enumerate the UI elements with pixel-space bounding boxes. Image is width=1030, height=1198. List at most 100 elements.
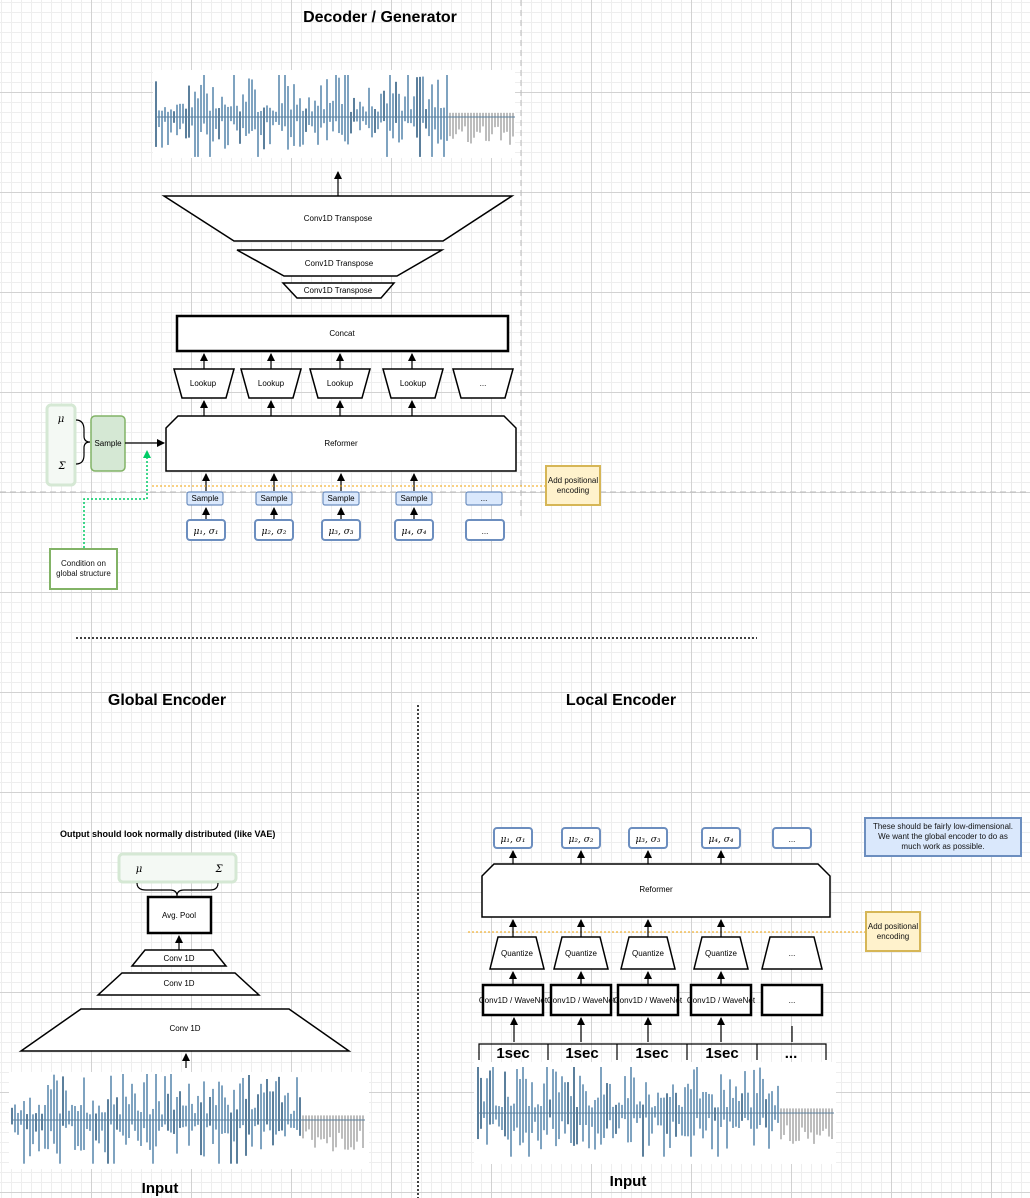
waveform-bar bbox=[41, 1113, 43, 1131]
sample-box-label: Sample bbox=[327, 494, 355, 503]
waveform-bar bbox=[167, 111, 169, 145]
waveform-bar bbox=[696, 1067, 698, 1119]
reformer-to-param-arrows bbox=[509, 850, 725, 864]
waveform-bar bbox=[479, 112, 481, 133]
waveform-bar bbox=[161, 1114, 163, 1127]
waveform-bar bbox=[218, 1081, 220, 1164]
sample-to-reformer-arrows bbox=[202, 473, 418, 491]
waveform-bar bbox=[98, 1105, 100, 1144]
waveform-bar bbox=[723, 1089, 725, 1120]
waveform-bar bbox=[341, 104, 343, 135]
waveform-bar bbox=[374, 109, 376, 133]
conv-transpose-label-2: Conv1D Transpose bbox=[305, 259, 374, 268]
waveform-bar bbox=[164, 1076, 166, 1125]
waveform-bar bbox=[179, 103, 181, 130]
waveform-bar bbox=[702, 1091, 704, 1139]
waveform-bar bbox=[152, 1108, 154, 1164]
waveform-bar bbox=[257, 111, 259, 157]
waveform-bar bbox=[218, 108, 220, 140]
waveform-bar bbox=[467, 112, 469, 142]
waveform-bar bbox=[633, 1077, 635, 1119]
conv-transpose-block-1 bbox=[161, 195, 515, 242]
segment-label: 1sec bbox=[705, 1045, 738, 1062]
decoder-sample-row: Sample Sample Sample Sample ... bbox=[186, 491, 503, 506]
waveform-bar bbox=[137, 1110, 139, 1141]
waveform-bar bbox=[576, 1107, 578, 1145]
waveform-bar bbox=[296, 104, 298, 122]
waveform-bar bbox=[819, 1108, 821, 1136]
waveform-bar bbox=[738, 1100, 740, 1128]
waveform-bar bbox=[458, 112, 460, 130]
waveform-bar bbox=[690, 1089, 692, 1157]
waveform-bar bbox=[185, 1105, 187, 1127]
waveform-bar bbox=[143, 1082, 145, 1129]
right-brace bbox=[75, 419, 91, 465]
waveform-bar bbox=[389, 75, 391, 131]
waveform-bar bbox=[257, 1094, 259, 1125]
conv-transpose-block-2 bbox=[236, 249, 445, 277]
quantize-block bbox=[693, 936, 749, 970]
segment-brackets bbox=[478, 1043, 827, 1060]
waveform-bar bbox=[347, 75, 349, 145]
waveform-bar bbox=[491, 112, 493, 135]
local-input-waveform bbox=[477, 1067, 834, 1157]
waveform-bar bbox=[687, 1083, 689, 1137]
waveform-bar bbox=[281, 1102, 283, 1131]
waveform-bar bbox=[215, 108, 217, 129]
waveform-bar bbox=[795, 1108, 797, 1142]
waveform-bar bbox=[167, 1093, 169, 1131]
sample-box-label: Sample bbox=[400, 494, 428, 503]
waveform-bar bbox=[477, 1067, 479, 1140]
waveform-bar bbox=[299, 1097, 301, 1136]
waveform-bar bbox=[380, 93, 382, 123]
waveform-bar bbox=[585, 1091, 587, 1125]
waveform-bar bbox=[714, 1107, 716, 1121]
waveform-bar bbox=[248, 1075, 250, 1135]
waveform-bar bbox=[44, 1105, 46, 1149]
waveform-bar bbox=[828, 1108, 830, 1137]
waveform-bar bbox=[594, 1099, 596, 1150]
waveform-bar bbox=[362, 1115, 364, 1148]
waveform-bar bbox=[158, 110, 160, 128]
waveform-bar bbox=[359, 1115, 361, 1131]
param-box bbox=[701, 827, 741, 849]
waveform-bar bbox=[816, 1108, 818, 1135]
waveform-bar bbox=[170, 109, 172, 133]
waveform-bar bbox=[305, 108, 307, 132]
waveform-bar bbox=[125, 1096, 127, 1145]
waveform-bar bbox=[11, 1107, 13, 1125]
conv-wavenet-block bbox=[549, 983, 613, 1017]
waveform-bar bbox=[831, 1108, 833, 1140]
waveform-bar bbox=[657, 1092, 659, 1126]
waveform-bar bbox=[83, 1077, 85, 1150]
sample-box bbox=[255, 491, 293, 506]
waveform-bar bbox=[101, 1112, 103, 1131]
waveform-bar bbox=[254, 89, 256, 130]
condition-dotted-path bbox=[83, 450, 151, 548]
waveform-bar bbox=[813, 1108, 815, 1144]
waveform-bar bbox=[296, 1077, 298, 1130]
local-encoder-title: Local Encoder bbox=[566, 692, 676, 709]
waveform-bar bbox=[227, 106, 229, 146]
waveform-bar bbox=[110, 1075, 112, 1125]
waveform-bar bbox=[519, 1079, 521, 1146]
waveform-bar bbox=[470, 112, 472, 144]
waveform-bar bbox=[681, 1106, 683, 1136]
waveform-bar bbox=[464, 112, 466, 127]
waveform-bar bbox=[822, 1108, 824, 1131]
waveform-bar bbox=[278, 1076, 280, 1132]
conv-wavenet-label: ... bbox=[789, 996, 796, 1005]
waveform-bar bbox=[504, 1071, 506, 1137]
waveform-bar bbox=[699, 1098, 701, 1129]
conv-wavenet-label: Conv1D / WaveNet bbox=[614, 996, 683, 1005]
conv-wavenet-block bbox=[616, 983, 680, 1017]
param-box bbox=[493, 827, 533, 849]
param-box bbox=[321, 519, 361, 541]
decoder-reformer-block bbox=[165, 415, 517, 472]
waveform-bar bbox=[155, 81, 157, 147]
waveform-bar bbox=[744, 1071, 746, 1118]
param-label: ... bbox=[482, 527, 489, 536]
global-mu-label: μ bbox=[58, 414, 65, 425]
waveform-bar bbox=[20, 1110, 22, 1125]
waveform-bar bbox=[92, 1100, 94, 1164]
